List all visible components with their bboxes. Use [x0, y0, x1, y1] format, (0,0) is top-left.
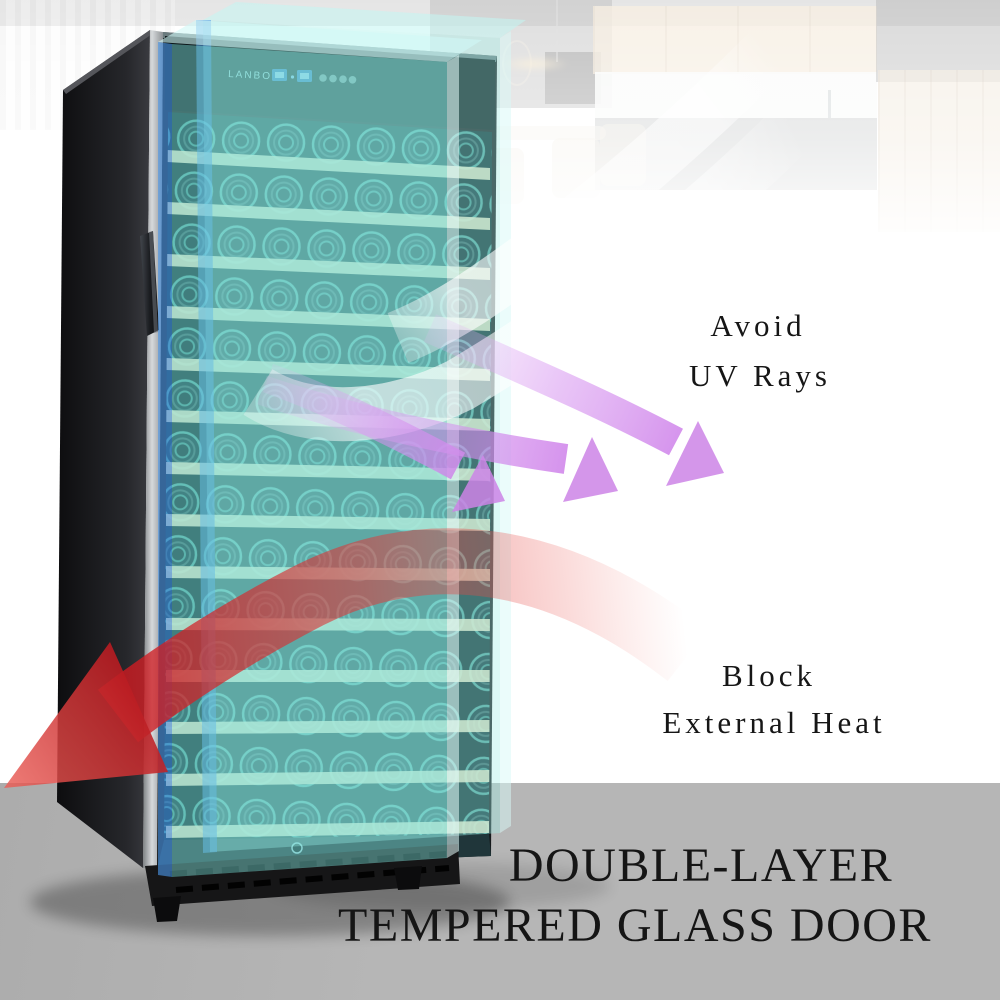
heat-arrow — [4, 528, 709, 788]
light-ray-swoosh — [387, 30, 790, 363]
avoid-uv-label-line2: UV Rays — [689, 358, 831, 393]
glass-front-edge-blue — [158, 42, 172, 877]
fridge-foot-left — [153, 896, 181, 922]
uv-arrow-head — [666, 421, 724, 486]
avoid-uv-label-line1: Avoid — [710, 308, 806, 343]
vent-slots-row1 — [169, 851, 447, 877]
heat-arrow-shaft — [97, 528, 709, 743]
brand-logo: LANBO — [228, 69, 272, 82]
glass-front-top-face — [158, 20, 482, 62]
control-buttons — [319, 74, 357, 84]
wine-shelf — [166, 514, 490, 531]
fridge-side-top-edge — [63, 30, 152, 94]
door-handle-highlight — [149, 231, 158, 333]
wine-shelf — [166, 150, 490, 180]
glass-back-top-face — [203, 2, 526, 38]
wine-shelf — [166, 358, 490, 381]
main-title-line1: DOUBLE-LAYER — [508, 839, 894, 892]
uv-arrows — [257, 314, 724, 512]
lock-icon — [291, 842, 303, 854]
wine-shelf — [166, 254, 490, 280]
heat-arrow-head — [4, 642, 168, 788]
temperature-display — [272, 69, 312, 82]
uv-arrow-head — [452, 455, 505, 512]
block-heat-label-line1: Block — [721, 658, 817, 693]
uv-arrow-shaft — [423, 314, 683, 456]
uv-arrow-shaft — [257, 375, 569, 474]
glass-back-right-edge — [500, 31, 511, 833]
block-heat-label-line2: External Heat — [662, 705, 886, 740]
wine-shelf — [166, 202, 490, 230]
wine-shelf — [166, 770, 490, 786]
wine-shelf — [166, 821, 490, 838]
uv-arrow-head — [563, 437, 618, 502]
wine-shelf — [166, 670, 490, 682]
fridge-foot-right — [394, 866, 422, 890]
wine-shelf — [166, 462, 490, 481]
glass-front-face — [172, 44, 447, 877]
main-title-line2: TEMPERED GLASS DOOR — [338, 899, 932, 952]
wine-shelf — [166, 720, 490, 734]
vent-slots-row2 — [175, 865, 450, 893]
fridge-side-panel — [57, 30, 150, 868]
